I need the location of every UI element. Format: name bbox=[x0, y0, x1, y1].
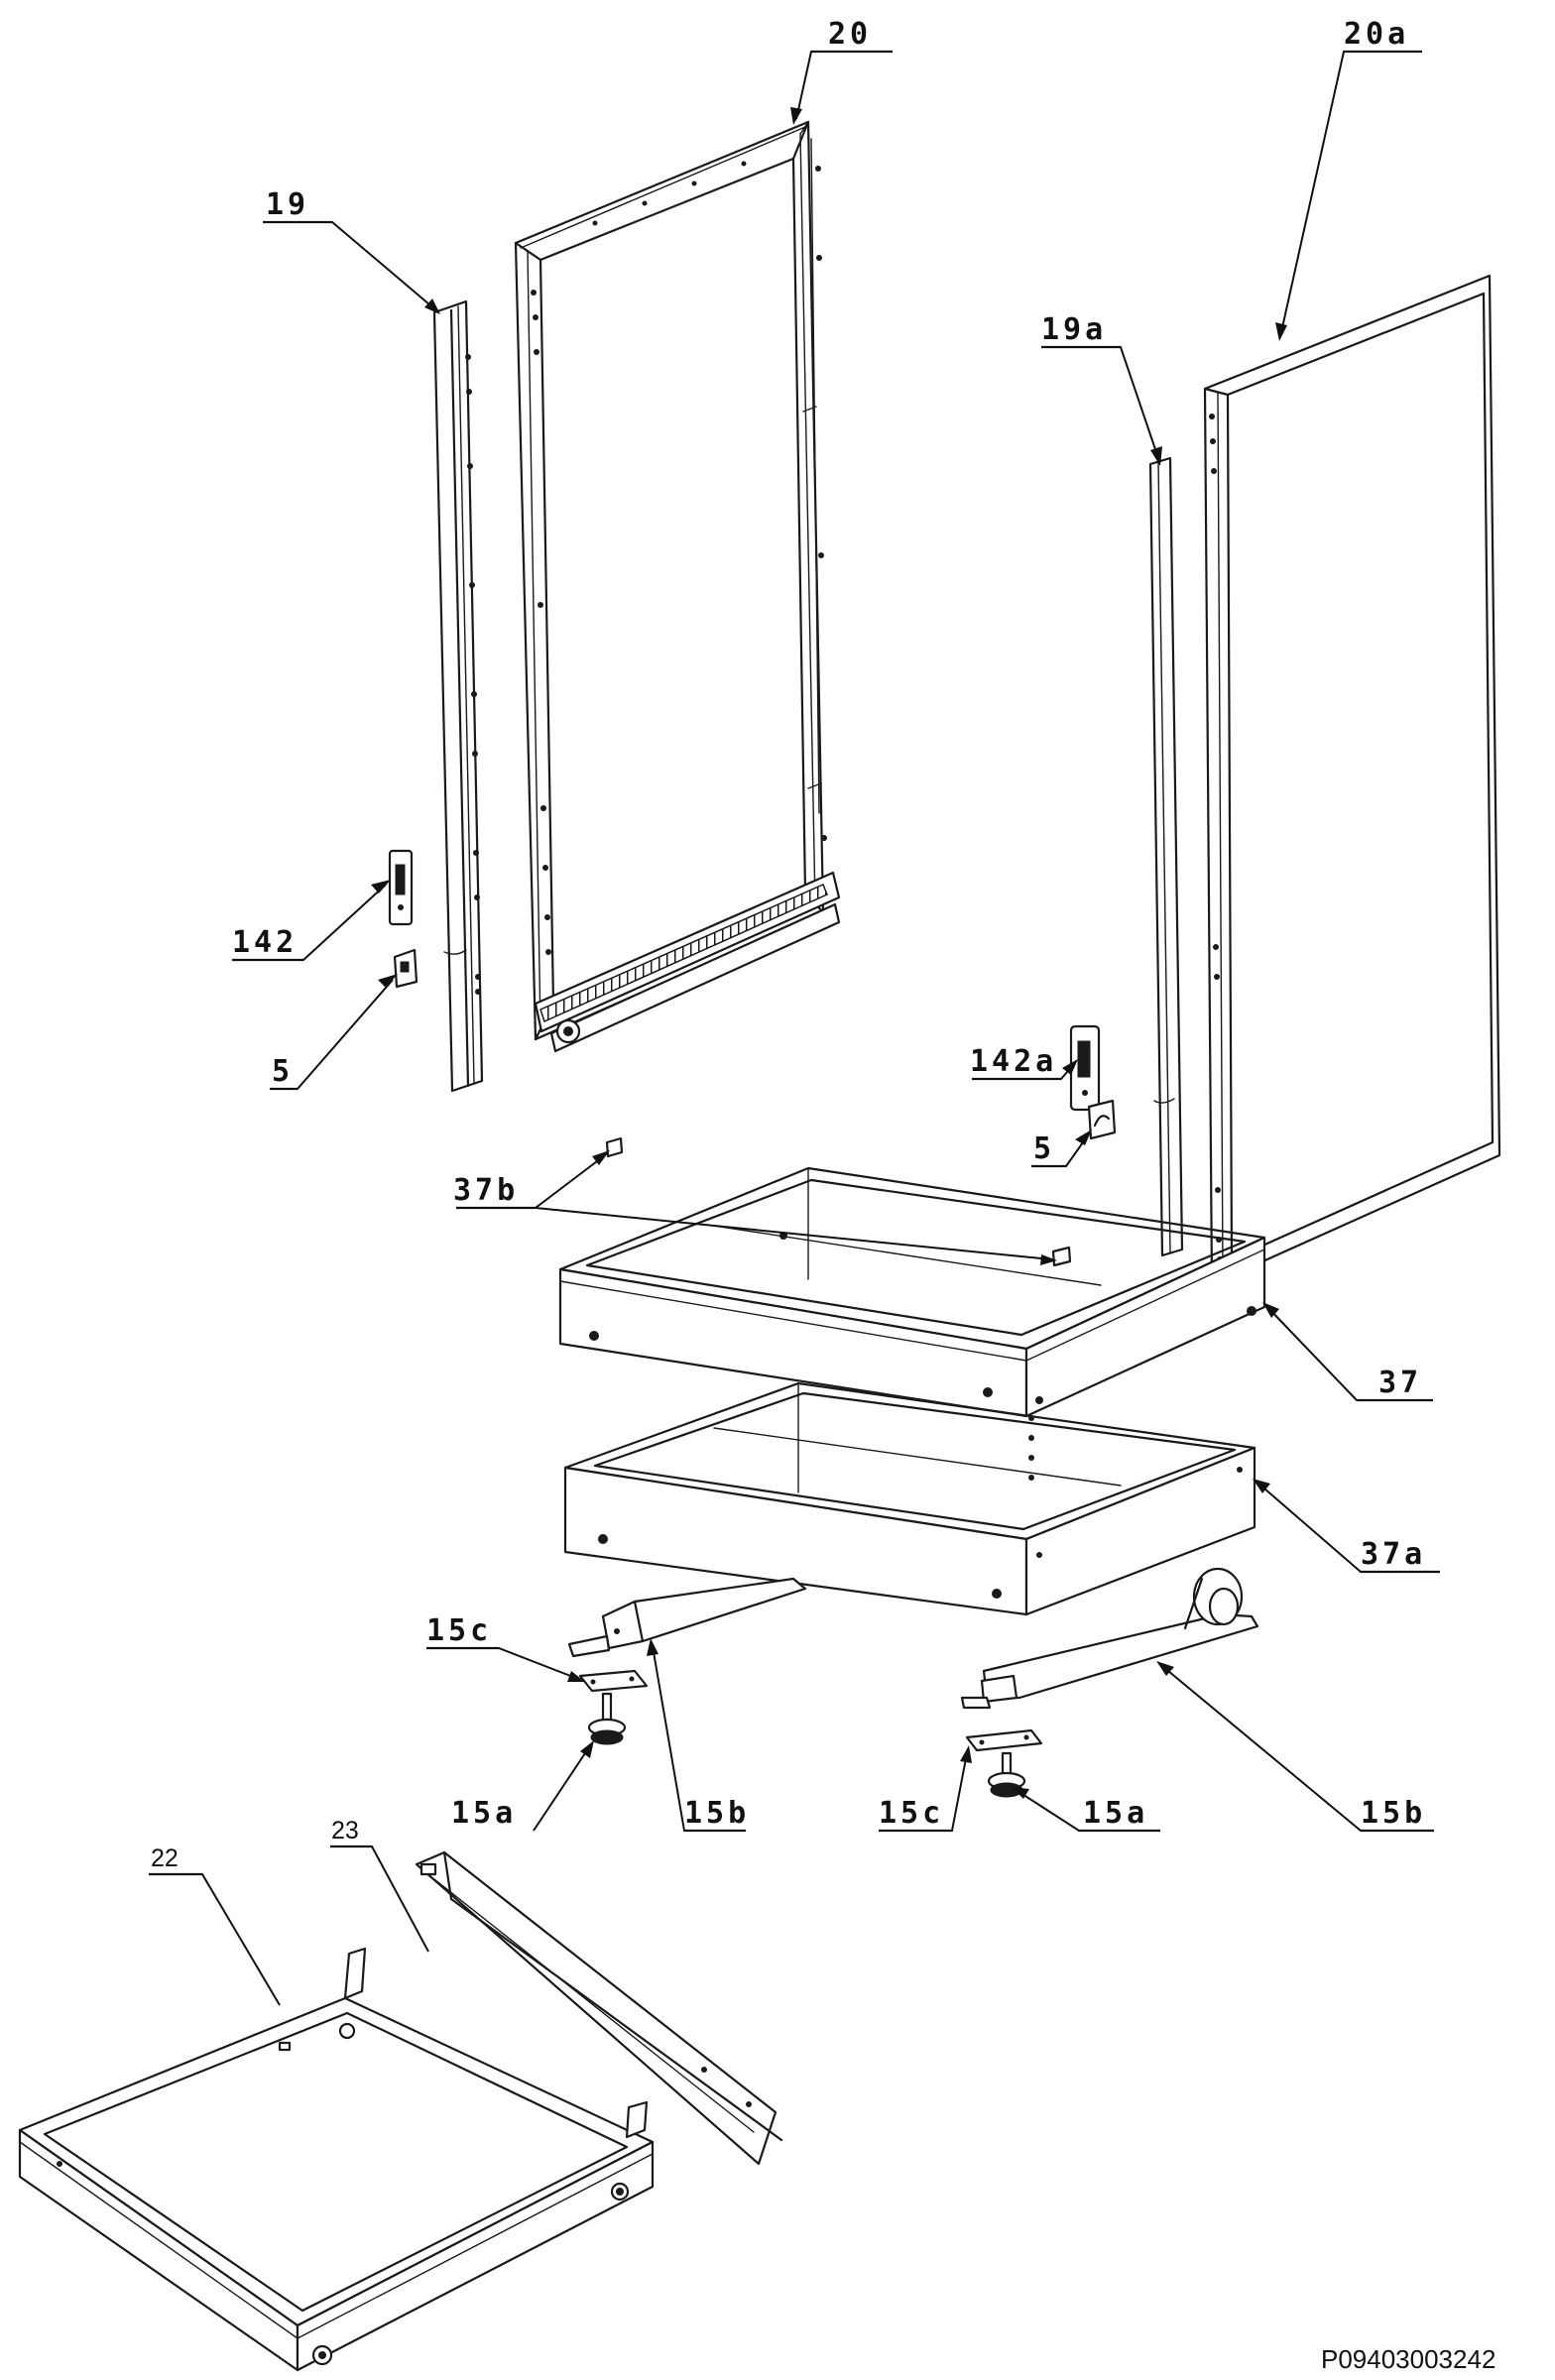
callout-15a-left: 15a bbox=[451, 1796, 517, 1831]
callout-15a-right: 15a bbox=[1083, 1796, 1148, 1831]
callout-23: 23 bbox=[331, 1817, 359, 1844]
part-37-upper-box bbox=[558, 1166, 1266, 1418]
callout-20a: 20a bbox=[1344, 17, 1409, 52]
part-20-door-frame bbox=[514, 120, 841, 1053]
part-23-back-panel bbox=[415, 1850, 783, 2166]
part-142-hinge-left bbox=[388, 849, 414, 926]
part-15c-plate-left bbox=[578, 1669, 649, 1693]
part-5-bracket-left bbox=[393, 948, 419, 989]
callout-142: 142 bbox=[232, 925, 298, 960]
part-15c-plate-right bbox=[965, 1728, 1043, 1752]
callout-15c-left: 15c bbox=[426, 1613, 492, 1648]
part-19-left-rail bbox=[432, 299, 484, 1093]
callout-37a: 37a bbox=[1361, 1537, 1426, 1572]
callout-142a: 142a bbox=[970, 1044, 1057, 1079]
callout-15b-right: 15b bbox=[1361, 1796, 1426, 1831]
part-19a-right-rail bbox=[1148, 456, 1184, 1257]
callout-labels: 20 20a 19 19a 142 5 142a 5 37b 37 37a 15… bbox=[149, 17, 1440, 1876]
part-15b-rail-left bbox=[567, 1577, 807, 1658]
part-37b-plate bbox=[605, 1136, 1072, 1267]
callout-15c-right: 15c bbox=[879, 1796, 944, 1831]
part-15a-foot-right bbox=[987, 1751, 1026, 1798]
part-15a-foot-left bbox=[587, 1692, 627, 1745]
part-37a-lower-box bbox=[563, 1381, 1256, 1616]
part-142a-hinge-right bbox=[1069, 1024, 1101, 1112]
part-5-bracket-right bbox=[1087, 1099, 1117, 1140]
callout-37b: 37b bbox=[453, 1173, 519, 1208]
callout-22: 22 bbox=[151, 1844, 179, 1872]
part-15b-rail-right bbox=[960, 1567, 1259, 1710]
part-22-base-tray bbox=[18, 1947, 655, 2372]
callout-5-right: 5 bbox=[1033, 1131, 1055, 1166]
callout-37: 37 bbox=[1378, 1366, 1422, 1400]
part-20a-door-panel bbox=[1203, 274, 1501, 1286]
callout-19a: 19a bbox=[1041, 312, 1107, 347]
callout-5-left: 5 bbox=[272, 1054, 294, 1089]
callout-19: 19 bbox=[266, 187, 309, 222]
callout-20: 20 bbox=[828, 17, 872, 52]
drawing-code: P09403003242 bbox=[1321, 2344, 1495, 2374]
callout-15b-left: 15b bbox=[684, 1796, 750, 1831]
